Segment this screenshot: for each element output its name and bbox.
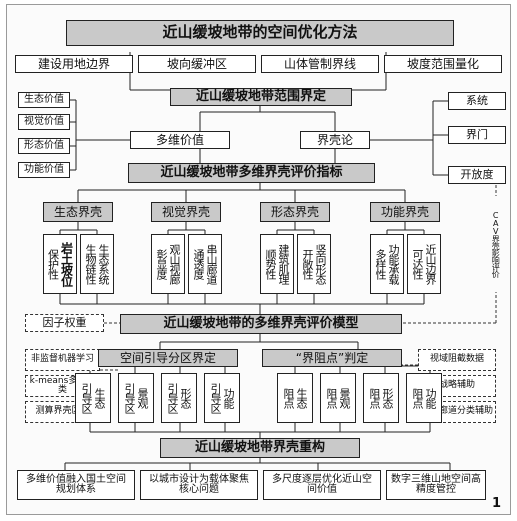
term-system: 系统 bbox=[448, 92, 506, 110]
block-point: 功能阻点 bbox=[406, 373, 442, 423]
value-visual: 视觉价值 bbox=[18, 114, 70, 130]
block-point: 生态阻点 bbox=[277, 373, 313, 423]
value-ecological: 生态价值 bbox=[18, 92, 70, 108]
boundary-theory: 界壳论 bbox=[300, 131, 370, 149]
bottom-item-2: 以城市设计为载体聚焦核心问题 bbox=[140, 470, 258, 500]
indicators-box: 近山缓坡地带多维界壳评价指标 bbox=[128, 163, 375, 183]
shell-visual: 视觉界壳 bbox=[151, 202, 221, 222]
shell-indicator: 竖向形态开敞性 bbox=[297, 234, 331, 294]
shell-indicator: 观山视廊彰显度 bbox=[151, 234, 185, 294]
shell-indicator: 建筑肌理顺势性 bbox=[260, 234, 294, 294]
bottom-item-3: 多尺度逐层优化近山空间价值 bbox=[263, 470, 381, 500]
top-item-1: 建设用地边界 bbox=[15, 55, 133, 73]
shell-indicator: 生态系统生物链性 bbox=[80, 234, 114, 294]
guide-zone: 功能引导区 bbox=[204, 373, 240, 423]
method-viewshed: 视域阻截数据 bbox=[418, 349, 496, 371]
value-form: 形态价值 bbox=[18, 138, 70, 154]
zoning-definition: 空间引导分区界定 bbox=[98, 349, 238, 367]
shell-indicator: 岩土坡位保护性 bbox=[43, 234, 77, 294]
scope-definition: 近山缓坡地带范围界定 bbox=[170, 88, 352, 106]
shell-indicator: 功能承载多样性 bbox=[370, 234, 404, 294]
node-judgement: “界阻点”判定 bbox=[262, 349, 402, 367]
block-point: 景观阻点 bbox=[320, 373, 356, 423]
top-item-4: 坡度范围量化 bbox=[384, 55, 502, 73]
diagram-title: 近山缓坡地带的空间优化方法 bbox=[66, 20, 454, 46]
value-function: 功能价值 bbox=[18, 162, 70, 178]
figure-number: 1 bbox=[492, 496, 502, 511]
evaluation-model: 近山缓坡地带的多维界壳评价模型 bbox=[120, 314, 402, 334]
multi-value: 多维价值 bbox=[130, 131, 230, 149]
shell-indicator: 串山廊道通透度 bbox=[188, 234, 222, 294]
side-evaluation-label: CAV界壳影响评价 bbox=[484, 196, 506, 292]
guide-zone: 形态引导区 bbox=[161, 373, 197, 423]
block-point: 形态阻点 bbox=[363, 373, 399, 423]
shell-form: 形态界壳 bbox=[260, 202, 330, 222]
guide-zone: 生态引导区 bbox=[75, 373, 111, 423]
bottom-item-1: 多维价值融入国土空间规划体系 bbox=[17, 470, 135, 500]
shell-function: 功能界壳 bbox=[370, 202, 440, 222]
method-unsupervised-ml: 非监督机器学习 bbox=[25, 349, 100, 371]
term-openness: 开放度 bbox=[448, 166, 506, 184]
factor-weight: 因子权重 bbox=[25, 314, 104, 332]
guide-zone: 景观引导区 bbox=[118, 373, 154, 423]
shell-ecological: 生态界壳 bbox=[43, 202, 113, 222]
shell-indicator: 近山边界可达性 bbox=[407, 234, 441, 294]
bottom-item-4: 数字三维山地空间高精度管控 bbox=[386, 470, 486, 500]
top-item-2: 坡向缓冲区 bbox=[138, 55, 256, 73]
shell-reconstruction: 近山缓坡地带界壳重构 bbox=[160, 438, 360, 458]
top-item-3: 山体管制界线 bbox=[261, 55, 379, 73]
term-gate: 界门 bbox=[448, 126, 506, 144]
